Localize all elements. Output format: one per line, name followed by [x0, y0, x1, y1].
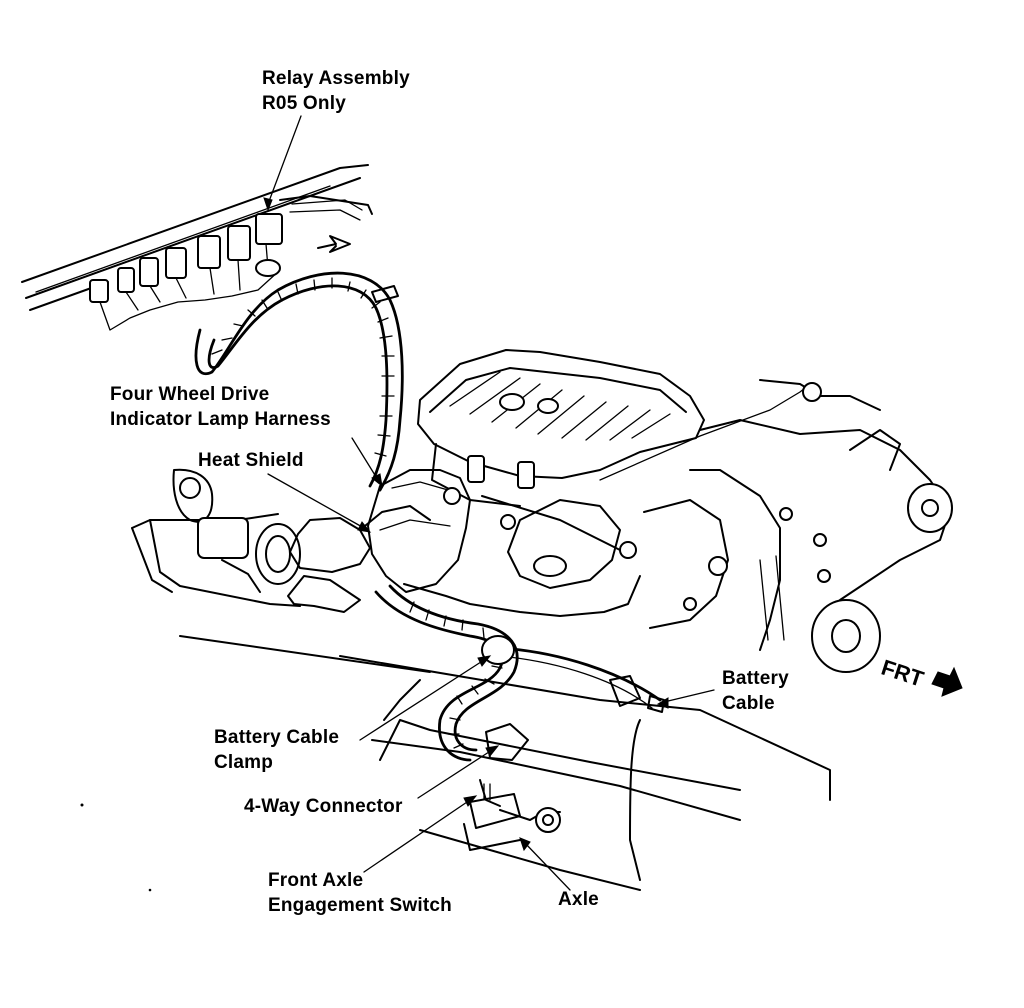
label-battery-cable-clamp-line2: Clamp — [214, 752, 274, 773]
battery-cable — [498, 646, 665, 713]
relay-assembly — [89, 213, 351, 331]
label-fwd-harness-line2: Indicator Lamp Harness — [110, 409, 331, 430]
thermostat-housing — [481, 495, 637, 589]
label-relay-assembly-line1: Relay Assembly — [262, 68, 410, 89]
firewall-panel — [21, 164, 373, 311]
label-front-axle-switch-line2: Engagement Switch — [268, 895, 452, 916]
label-heat-shield: Heat Shield — [198, 450, 304, 471]
leader-lines — [263, 115, 715, 891]
label-battery-cable-line1: Battery — [722, 668, 789, 689]
label-front-axle-switch: Front Axle Engagement Switch — [268, 868, 452, 918]
label-battery-cable-clamp-line1: Battery Cable — [214, 727, 340, 748]
frame-rail — [179, 635, 831, 891]
label-axle: Axle — [558, 889, 599, 910]
exhaust-manifold — [367, 469, 641, 617]
engine-front-accessories — [599, 379, 953, 673]
label-battery-cable-clamp: Battery Cable Clamp — [214, 725, 339, 775]
label-relay-assembly-line2: R05 Only — [262, 93, 346, 114]
label-front-axle-switch-line1: Front Axle — [268, 870, 364, 891]
label-four-way-connector: 4-Way Connector — [244, 796, 403, 817]
label-relay-assembly: Relay Assembly R05 Only — [262, 66, 410, 116]
axle-switch-assembly — [463, 783, 561, 851]
label-battery-cable-line2: Cable — [722, 693, 775, 714]
indicator-lamp-harness — [194, 271, 404, 492]
label-battery-cable: Battery Cable — [722, 666, 789, 716]
front-direction-arrow — [931, 666, 963, 697]
transmission-heat-shield — [131, 468, 431, 613]
label-fwd-indicator-harness: Four Wheel Drive Indicator Lamp Harness — [110, 382, 331, 432]
lower-harness — [374, 584, 529, 807]
engine-valve-cover — [417, 349, 705, 507]
label-fwd-harness-line1: Four Wheel Drive — [110, 384, 270, 405]
